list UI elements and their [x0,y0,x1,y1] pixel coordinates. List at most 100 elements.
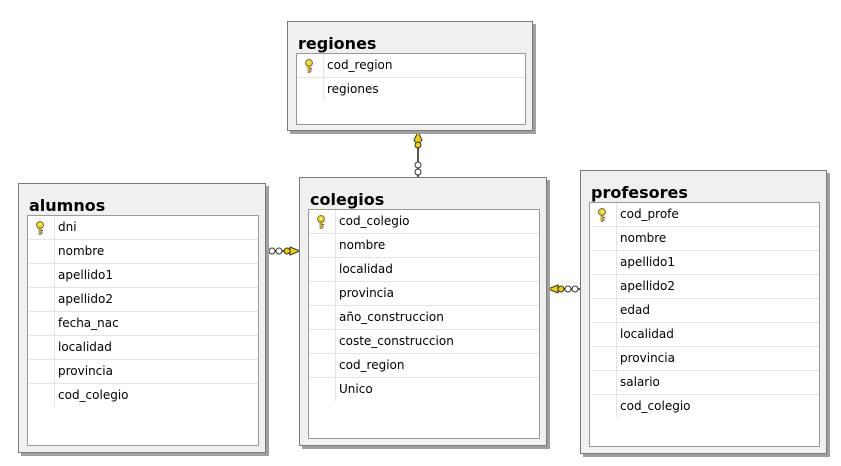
row-selector[interactable] [28,360,55,383]
row-selector[interactable] [590,347,617,370]
row-selector[interactable] [28,336,55,359]
column-row[interactable]: edad [590,299,819,323]
column-row[interactable]: cod_region [309,354,539,378]
column-name: apellido1 [58,268,113,282]
column-row[interactable]: cod_region [297,54,525,78]
row-selector[interactable] [309,210,336,233]
row-selector[interactable] [590,275,617,298]
row-selector[interactable] [28,384,55,407]
column-row[interactable]: año_construccion [309,306,539,330]
column-row[interactable]: regiones [297,78,525,102]
column-name: provincia [339,286,394,300]
column-name: nombre [620,231,667,245]
row-selector[interactable] [28,216,55,239]
column-row[interactable]: cod_colegio [590,395,819,419]
row-selector[interactable] [297,54,324,77]
column-row[interactable]: apellido1 [28,264,258,288]
column-name: cod_region [327,58,393,72]
row-selector[interactable] [28,288,55,311]
row-selector[interactable] [309,234,336,257]
column-row[interactable]: cod_profe [590,203,819,227]
column-name: cod_colegio [58,388,129,402]
row-selector[interactable] [309,258,336,281]
column-name: Unico [339,382,373,396]
row-selector[interactable] [309,306,336,329]
column-row[interactable]: fecha_nac [28,312,258,336]
table-title: regiones [298,34,377,53]
column-row[interactable]: nombre [309,234,539,258]
column-row[interactable]: apellido1 [590,251,819,275]
column-name: apellido2 [620,279,675,293]
column-row[interactable]: dni [28,216,258,240]
column-list: cod_region regiones [296,53,526,125]
relationship-colegios-regiones[interactable] [413,130,423,178]
table-title: profesores [591,183,688,202]
row-selector[interactable] [590,251,617,274]
row-selector[interactable] [309,330,336,353]
row-selector[interactable] [590,299,617,322]
column-name: salario [620,375,660,389]
row-selector[interactable] [590,203,617,226]
row-selector[interactable] [297,78,324,101]
column-name: apellido2 [58,292,113,306]
column-name: cod_colegio [339,214,410,228]
column-row[interactable]: cod_colegio [28,384,258,408]
column-row[interactable]: salario [590,371,819,395]
row-selector[interactable] [590,227,617,250]
primary-key-icon [36,221,44,235]
key-end-icon [546,284,559,294]
row-selector[interactable] [309,282,336,305]
infinity-end-icon [268,247,276,255]
column-row[interactable]: localidad [28,336,258,360]
primary-key-icon [317,215,325,229]
column-row[interactable]: Unico [309,378,539,402]
key-end-icon [413,130,423,144]
column-name: año_construccion [339,310,444,324]
row-selector[interactable] [590,371,617,394]
primary-key-icon [305,59,313,73]
column-row[interactable]: nombre [590,227,819,251]
column-row[interactable]: coste_construccion [309,330,539,354]
infinity-end-icon [564,285,572,293]
column-row[interactable]: provincia [590,347,819,371]
column-name: edad [620,303,650,317]
column-name: localidad [339,262,393,276]
column-row[interactable]: provincia [309,282,539,306]
table-title: alumnos [29,196,106,215]
primary-key-icon [598,208,606,222]
column-row[interactable]: localidad [590,323,819,347]
column-name: apellido1 [620,255,675,269]
row-selector[interactable] [309,354,336,377]
row-selector[interactable] [28,312,55,335]
relationship-alumnos-colegios[interactable] [266,246,302,256]
column-row[interactable]: localidad [309,258,539,282]
relationship-profesores-colegios[interactable] [546,284,581,294]
column-row[interactable]: apellido2 [590,275,819,299]
column-row[interactable]: nombre [28,240,258,264]
column-name: regiones [327,82,379,96]
column-name: coste_construccion [339,334,454,348]
infinity-end-icon [414,161,422,169]
column-name: cod_region [339,358,405,372]
table-regiones[interactable]: regiones cod_region regiones [287,21,533,131]
column-name: cod_profe [620,207,679,221]
column-name: fecha_nac [58,316,119,330]
row-selector[interactable] [28,240,55,263]
row-selector[interactable] [28,264,55,287]
column-name: localidad [58,340,112,354]
row-selector[interactable] [590,395,617,418]
row-selector[interactable] [590,323,617,346]
column-name: localidad [620,327,674,341]
row-selector[interactable] [309,378,336,401]
column-row[interactable]: apellido2 [28,288,258,312]
column-row[interactable]: provincia [28,360,258,384]
column-name: provincia [620,351,675,365]
column-row[interactable]: cod_colegio [309,210,539,234]
